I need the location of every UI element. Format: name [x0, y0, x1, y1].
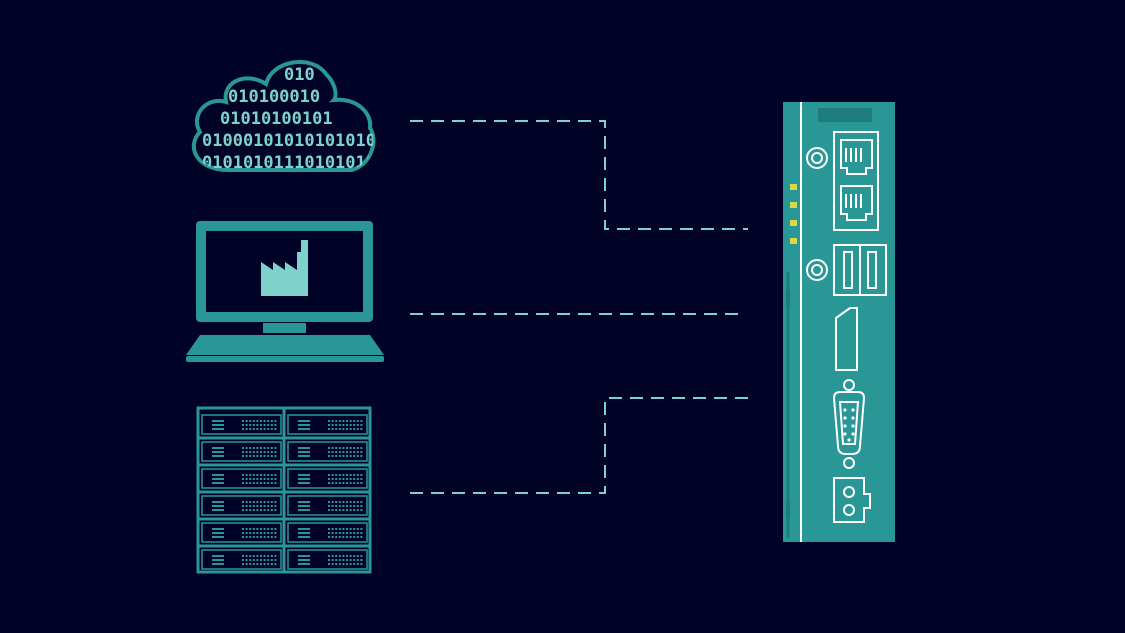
server-unit	[201, 441, 282, 462]
binary-row: 01010101110101010	[202, 153, 376, 173]
displayport-icon	[835, 307, 858, 371]
serial-pins	[843, 408, 855, 442]
server-unit	[287, 549, 368, 570]
screw-icon	[806, 147, 828, 281]
binary-row: 010	[284, 65, 315, 85]
ethernet-ports-icon	[833, 131, 879, 231]
industrial-pc-icon	[783, 102, 895, 542]
power-connector-icon	[833, 477, 871, 523]
factory-icon	[261, 240, 308, 296]
server-unit	[287, 414, 368, 435]
binary-row: 010100010	[228, 87, 320, 107]
server-unit	[201, 495, 282, 516]
cloud-icon: 010 010100010 01010100101 01000101010101…	[191, 59, 376, 173]
binary-row: 01000101010101010	[202, 131, 376, 151]
cloud-connection-line	[410, 120, 748, 230]
server-unit	[287, 441, 368, 462]
usb-ports-icon	[833, 244, 887, 296]
server-unit	[287, 522, 368, 543]
binary-row: 01010100101	[220, 109, 333, 129]
serial-port-icon	[832, 379, 866, 469]
server-unit	[201, 522, 282, 543]
server-unit	[287, 495, 368, 516]
connection-lines	[410, 120, 748, 494]
server-unit	[201, 549, 282, 570]
server-rack-icon	[196, 406, 372, 574]
factory-computer-icon	[186, 221, 384, 362]
server-unit	[201, 468, 282, 489]
server-unit	[201, 414, 282, 435]
status-leds	[790, 184, 797, 244]
server-unit	[287, 468, 368, 489]
server-connection-line	[410, 397, 748, 494]
